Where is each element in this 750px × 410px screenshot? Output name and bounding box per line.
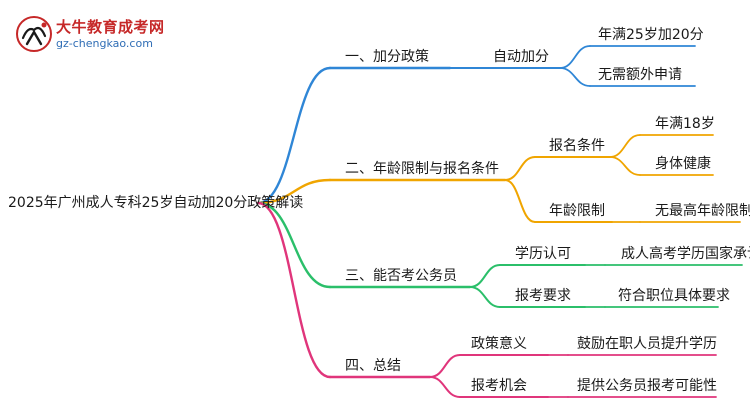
branch-2-connector [256,178,332,205]
root-topic: 2025年广州成人专科25岁自动加20分政策解读 [8,195,304,211]
branch-3-sub-1-label: 学历认可 [515,246,571,262]
branch-3-sub-1-connector [469,264,501,288]
branch-4-sub-1-label: 政策意义 [471,336,527,352]
branch-4-sub-2-label: 报考机会 [471,378,527,394]
site-logo[interactable]: 大牛教育成考网 gz-chengkao.com [14,14,164,54]
branch-2-sub-2-label: 年龄限制 [549,203,605,219]
branch-1-label: 一、加分政策 [345,49,429,65]
branch-4-label: 四、总结 [345,358,401,374]
branch-1-connector [256,66,332,205]
leaf-1-1-1-label: 年满25岁加20分 [598,27,704,43]
branch-1-sub-1-label: 自动加分 [493,49,549,65]
logo-mascot-icon [16,16,52,52]
branch-4-sub-1-connector [429,354,461,378]
branch-2-sub-2-connector [504,179,536,223]
branch-3-label: 三、能否考公务员 [345,268,457,284]
branch-2-sub-1-connector [504,156,536,181]
branch-3-sub-2-label: 报考要求 [515,288,571,304]
leaf-1-1-1-connector [559,45,591,69]
leaf-2-1-1-connector [609,134,641,158]
leaf-3-2-1-label: 符合职位具体要求 [618,288,730,304]
leaf-4-1-1-label: 鼓励在职人员提升学历 [577,336,717,352]
branch-3-sub-2-connector [469,286,501,308]
logo-url: gz-chengkao.com [56,37,153,50]
leaf-3-1-1-label: 成人高考学历国家承认 [621,246,750,262]
branch-2-sub-1-label: 报名条件 [549,138,605,154]
leaf-2-1-1-label: 年满18岁 [655,116,715,132]
leaf-1-1-2-label: 无需额外申请 [598,67,682,83]
leaf-2-1-2-label: 身体健康 [655,156,711,172]
leaf-1-1-2-connector [559,67,591,87]
branch-2-label: 二、年龄限制与报名条件 [345,161,499,177]
leaf-4-2-1-label: 提供公务员报考可能性 [577,378,717,394]
branch-3-connector [256,201,332,289]
branch-4-connector [256,201,332,379]
leaf-2-1-2-connector [609,156,641,176]
leaf-2-2-1-label: 无最高年龄限制 [655,203,750,219]
logo-name: 大牛教育成考网 [56,18,165,36]
branch-4-sub-2-connector [429,376,461,398]
